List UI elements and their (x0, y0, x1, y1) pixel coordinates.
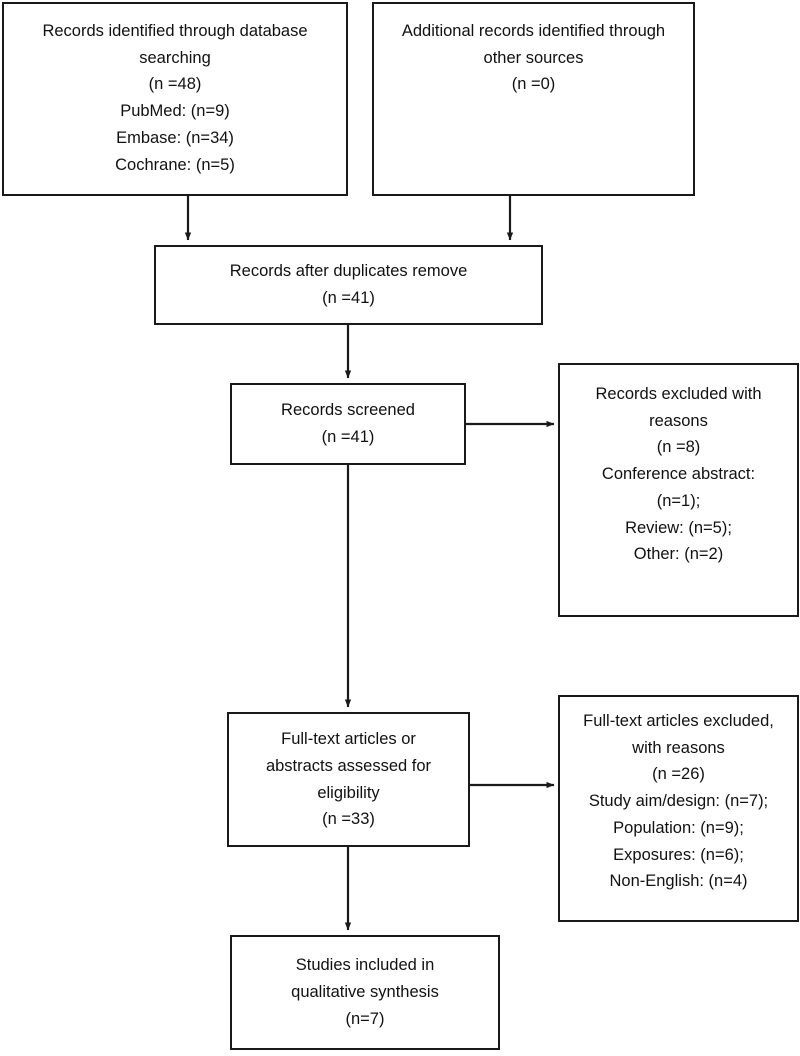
text-line: Full-text articles or (281, 730, 416, 749)
text-line: (n =41) (322, 289, 375, 307)
text-line: Cochrane: (n=5) (115, 155, 235, 174)
full-text-articles-excluded-box: Full-text articles excluded, with reasons… (558, 695, 799, 922)
text-line: (n =26) (652, 765, 705, 784)
text-line: Records screened (281, 401, 415, 420)
text-line: other sources (483, 48, 584, 67)
text-line: Review: (n=5); (625, 518, 732, 537)
text-line: Conference abstract: (601, 465, 756, 484)
full-text-articles-excluded-text: Full-text articles excluded, with reasons… (560, 708, 797, 895)
text-line: Records identified through database (42, 22, 308, 40)
records-identified-other-sources-text: Additional records identified through oth… (374, 18, 693, 98)
text-line: PubMed: (n=9) (120, 102, 230, 121)
text-line: (n =8) (656, 438, 701, 457)
text-line: Studies included in (295, 956, 435, 975)
full-text-articles-assessed-text: Full-text articles or abstracts assessed … (229, 726, 468, 833)
text-line: with reasons (632, 738, 725, 757)
studies-included-text: Studies included in qualitative synthesis… (232, 952, 498, 1032)
records-after-duplicates-removed-box: Records after duplicates remove (n =41) (154, 245, 543, 325)
text-line: Study aim/design: (n=7); (588, 792, 769, 811)
full-text-articles-assessed-box: Full-text articles or abstracts assessed … (227, 712, 470, 847)
text-line: Population: (n=9); (613, 818, 744, 837)
text-line: Full-text articles excluded, (583, 712, 774, 730)
studies-included-box: Studies included in qualitative synthesis… (230, 935, 500, 1050)
records-after-duplicates-removed-text: Records after duplicates remove (n =41) (156, 258, 541, 311)
records-screened-box: Records screened (n =41) (230, 383, 466, 465)
text-line: (n=7) (345, 1009, 385, 1028)
records-screened-text: Records screened (n =41) (232, 397, 464, 450)
text-line: (n =0) (511, 75, 556, 94)
text-line: Records after duplicates remove (229, 262, 468, 281)
records-identified-database-box: Records identified through database searc… (2, 2, 348, 196)
records-excluded-with-reasons-box: Records excluded with reasons (n =8) Confer… (558, 363, 799, 617)
records-identified-other-sources-box: Additional records identified through oth… (372, 2, 695, 196)
text-line: Other: (n=2) (633, 545, 724, 564)
text-line: (n=1); (656, 491, 701, 510)
text-line: Additional records identified through (401, 22, 666, 40)
text-line: Embase: (n=34) (116, 128, 234, 147)
text-line: searching (139, 48, 211, 67)
text-line: (n =33) (322, 810, 375, 829)
records-identified-database-text: Records identified through database searc… (4, 18, 346, 178)
text-line: Records excluded with (595, 385, 762, 403)
text-line: abstracts assessed for (265, 756, 432, 775)
text-line: Exposures: (n=6); (613, 845, 744, 864)
text-line: (n =41) (321, 428, 375, 446)
records-excluded-with-reasons-text: Records excluded with reasons (n =8) Confer… (560, 381, 797, 568)
text-line: reasons (649, 411, 708, 430)
text-line: eligibility (317, 783, 380, 802)
text-line: Non-English: (n=4) (609, 872, 748, 891)
text-line: qualitative synthesis (291, 983, 439, 1002)
text-line: (n =48) (148, 75, 202, 94)
